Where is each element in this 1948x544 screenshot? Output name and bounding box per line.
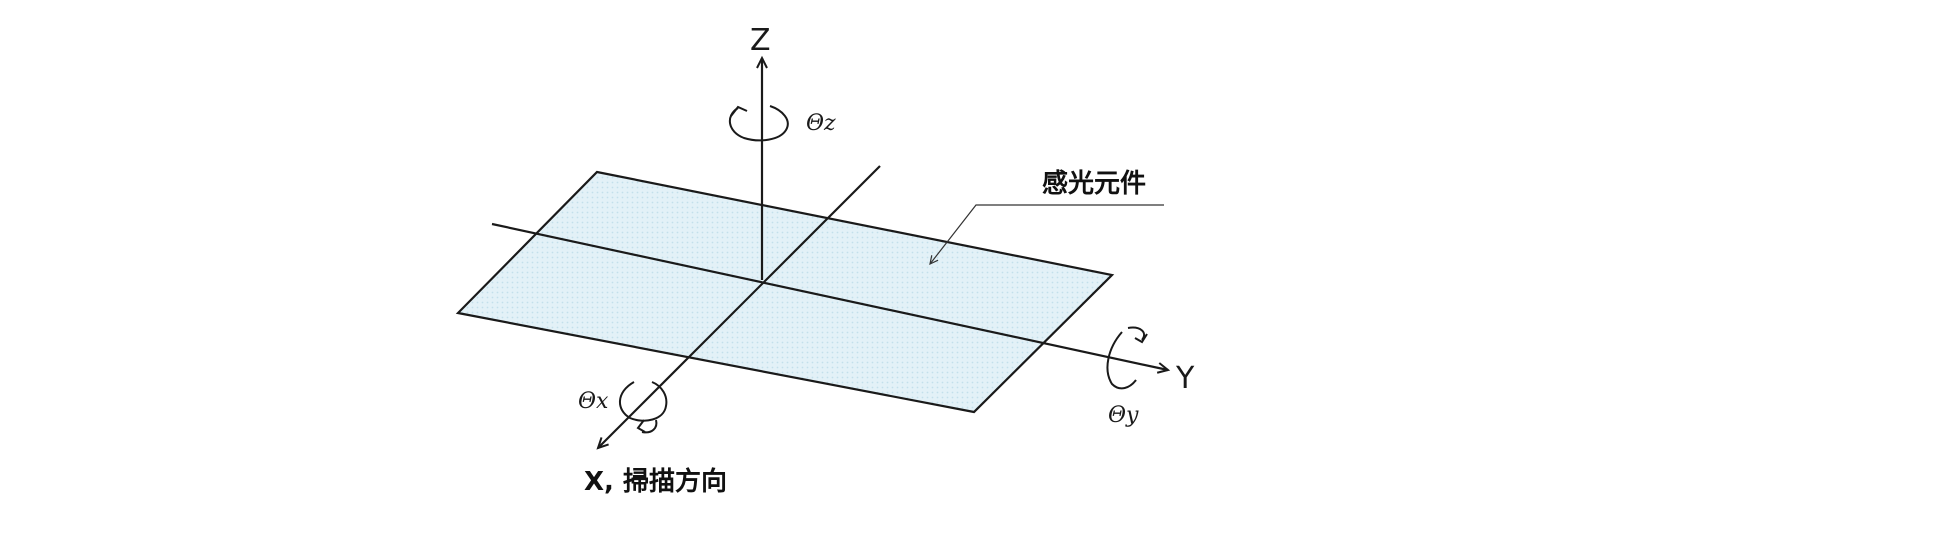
- rotation-z-arrowhead: [730, 105, 748, 117]
- theta-x-label: Θx: [578, 389, 609, 414]
- theta-z-label: Θz: [806, 111, 836, 136]
- rotation-y-arrow: [1106, 331, 1137, 390]
- sensor-element-label: 感光元件: [1042, 169, 1146, 199]
- x-axis-scan-direction-label: X, 掃描方向: [584, 466, 727, 497]
- y-axis-label: Y: [1175, 361, 1195, 396]
- rotation-y-arrow-top: [1127, 326, 1146, 341]
- rotation-x-arrow: [619, 381, 668, 422]
- rotation-x-arrow-tail: [641, 419, 658, 434]
- rotation-z-arrow: [728, 105, 789, 142]
- x-axis-line: [596, 165, 881, 450]
- sensor-plane: [455, 170, 1115, 414]
- sensor-leader-line: [929, 204, 1164, 266]
- rotation-y-arrowhead: [1134, 333, 1148, 344]
- z-axis-label: Z: [750, 23, 771, 58]
- y-axis-line: [491, 222, 1171, 374]
- theta-y-label: Θy: [1108, 403, 1139, 428]
- rotation-x-arrowhead: [636, 419, 646, 433]
